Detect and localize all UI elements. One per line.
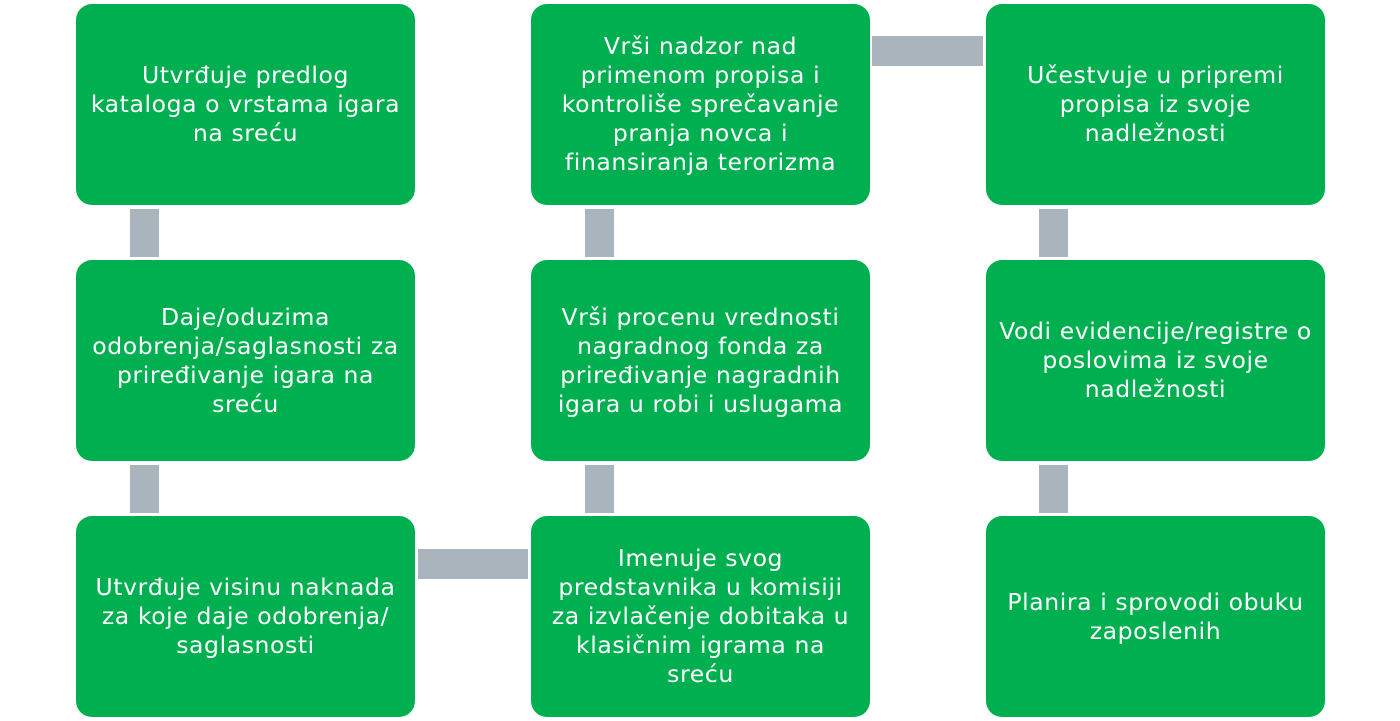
connector-box5-box6 bbox=[585, 209, 614, 257]
step-box-appoint-representative: Imenuje svog predstavnika u komisiji za … bbox=[531, 516, 870, 717]
connector-box1-box2 bbox=[130, 209, 159, 257]
connector-box8-box9 bbox=[1039, 465, 1068, 513]
step-text: Daje/oduzima odobrenja/saglasnosti za pr… bbox=[92, 302, 399, 418]
step-text: Imenuje svog predstavnika u komisiji za … bbox=[551, 544, 850, 688]
step-text: Vrši procenu vrednosti nagradnog fonda z… bbox=[557, 302, 844, 418]
connector-box2-box3 bbox=[130, 465, 159, 513]
step-box-grant-approvals: Daje/oduzima odobrenja/saglasnosti za pr… bbox=[76, 260, 415, 461]
step-box-prepare-regulations: Učestvuje u pripremi propisa iz svoje na… bbox=[986, 4, 1325, 205]
connector-box7-box8 bbox=[1039, 209, 1068, 257]
connector-box6-box7 bbox=[872, 36, 983, 66]
step-text: Planira i sprovodi obuku zaposlenih bbox=[1007, 587, 1304, 645]
step-text: Vrši nadzor nad primenom propisa i kontr… bbox=[561, 32, 840, 176]
step-box-set-fees: Utvrđuje visinu naknada za koje daje odo… bbox=[76, 516, 415, 717]
step-text: Utvrđuje predlog kataloga o vrstama igar… bbox=[90, 61, 401, 147]
step-box-keep-registers: Vodi evidencije/registre o poslovima iz … bbox=[986, 260, 1325, 461]
step-box-supervise-regulations: Vrši nadzor nad primenom propisa i kontr… bbox=[531, 4, 870, 205]
step-text: Učestvuje u pripremi propisa iz svoje na… bbox=[1027, 61, 1284, 147]
step-box-staff-training: Planira i sprovodi obuku zaposlenih bbox=[986, 516, 1325, 717]
step-text: Vodi evidencije/registre o poslovima iz … bbox=[999, 317, 1312, 403]
step-text: Utvrđuje visinu naknada za koje daje odo… bbox=[95, 573, 396, 659]
step-box-catalog-proposal: Utvrđuje predlog kataloga o vrstama igar… bbox=[76, 4, 415, 205]
connector-box4-box5 bbox=[585, 465, 614, 513]
connector-box3-box4 bbox=[418, 549, 528, 579]
step-box-assess-prize-fund: Vrši procenu vrednosti nagradnog fonda z… bbox=[531, 260, 870, 461]
